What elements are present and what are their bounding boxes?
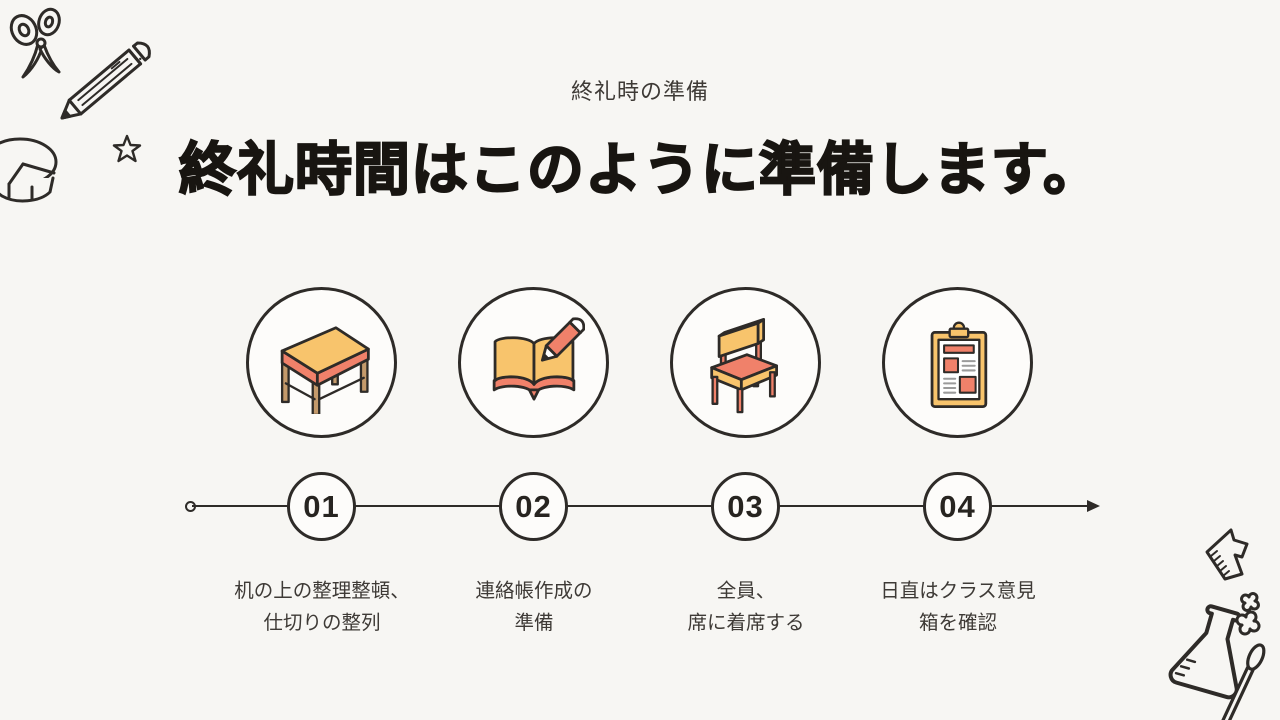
- timeline-step-1: 01 机の上の整理整頓、 仕切りの整列: [202, 287, 442, 657]
- pencil-doodle-icon: [52, 14, 172, 134]
- step-number-badge: 01: [287, 472, 356, 541]
- timeline-line: [192, 505, 1088, 507]
- step-number-badge: 02: [499, 472, 568, 541]
- timeline-step-2: 02 連絡帳作成の 準備: [414, 287, 654, 657]
- chair-icon: [670, 287, 821, 438]
- scissors-doodle-icon: [8, 3, 68, 81]
- step-number: 04: [939, 488, 976, 524]
- star-doodle-icon: [112, 134, 142, 164]
- pie-chart-doodle-icon: [0, 128, 68, 210]
- step-number-badge: 04: [923, 472, 992, 541]
- clipboard-icon: [882, 287, 1033, 438]
- step-caption: 連絡帳作成の 準備: [475, 580, 593, 635]
- step-number: 02: [515, 488, 552, 524]
- step-number-badge: 03: [711, 472, 780, 541]
- slide-kicker: 終礼時の準備: [570, 79, 709, 104]
- timeline-step-4: 04 日直はクラス意見 箱を確認: [838, 287, 1078, 657]
- step-number: 03: [727, 488, 764, 524]
- arrow-doodle-icon: [1202, 527, 1258, 587]
- step-caption: 全員、 席に着席する: [687, 580, 805, 635]
- notebook-pencil-icon: [458, 287, 609, 438]
- slide-title: 終礼時間はこのように準備します。: [178, 137, 1102, 203]
- step-number: 01: [303, 488, 340, 524]
- timeline-arrowhead-icon: [1087, 500, 1100, 512]
- timeline-step-3: 03 全員、 席に着席する: [626, 287, 866, 657]
- step-caption: 日直はクラス意見 箱を確認: [880, 580, 1036, 635]
- step-caption: 机の上の整理整頓、 仕切りの整列: [234, 580, 410, 635]
- desk-icon: [246, 287, 397, 438]
- flask-doodle-icon: [1150, 590, 1280, 720]
